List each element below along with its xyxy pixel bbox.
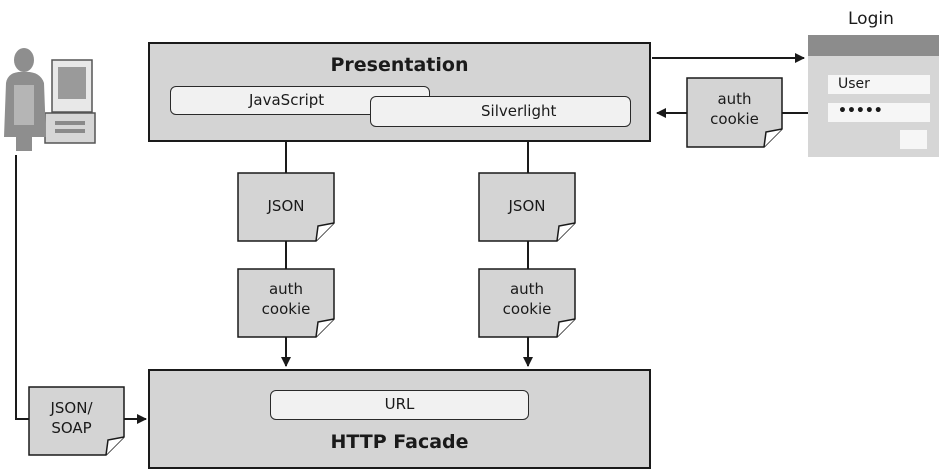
note-shape — [478, 172, 576, 242]
note-json-left: JSON — [237, 172, 335, 242]
note-login-auth-cookie-text: auth cookie — [710, 90, 759, 128]
silverlight-label: Silverlight — [481, 102, 557, 120]
note-shape — [28, 386, 125, 456]
note-json-soap: JSON/ SOAP — [28, 386, 125, 456]
login-password-text: ••••• — [838, 103, 883, 119]
login-user-field[interactable]: User — [828, 75, 930, 94]
login-submit-button[interactable] — [900, 130, 927, 149]
presentation-title: Presentation — [330, 54, 469, 76]
javascript-label: JavaScript — [249, 91, 325, 109]
user-computer-icon — [0, 45, 100, 153]
note-login-auth-cookie: auth cookie — [686, 77, 783, 148]
note-json-right-text: JSON — [508, 197, 546, 215]
login-window: User ••••• — [808, 35, 939, 157]
note-shape — [478, 268, 576, 338]
url-label: URL — [384, 395, 415, 413]
note-auth-cookie-right-text: auth cookie — [502, 280, 552, 318]
note-auth-cookie-right: auth cookie — [478, 268, 576, 338]
note-shape — [237, 268, 335, 338]
note-json-left-text: JSON — [267, 197, 305, 215]
note-json-soap-text: JSON/ SOAP — [50, 399, 93, 437]
arrow-user-to-facade — [15, 155, 147, 424]
login-titlebar — [808, 35, 939, 56]
user-at-computer-icon — [4, 48, 96, 151]
note-auth-cookie-left-text: auth cookie — [261, 280, 311, 318]
login-user-text: User — [838, 76, 870, 92]
login-password-field[interactable]: ••••• — [828, 103, 930, 122]
http-facade-box: HTTP Facade — [148, 369, 651, 469]
note-auth-cookie-left: auth cookie — [237, 268, 335, 338]
url-pill: URL — [270, 390, 529, 420]
note-shape — [237, 172, 335, 242]
note-shape — [686, 77, 783, 148]
note-json-right: JSON — [478, 172, 576, 242]
login-title: Login — [848, 9, 894, 29]
http-facade-title: HTTP Facade — [330, 431, 469, 453]
silverlight-pill: Silverlight — [370, 96, 631, 127]
